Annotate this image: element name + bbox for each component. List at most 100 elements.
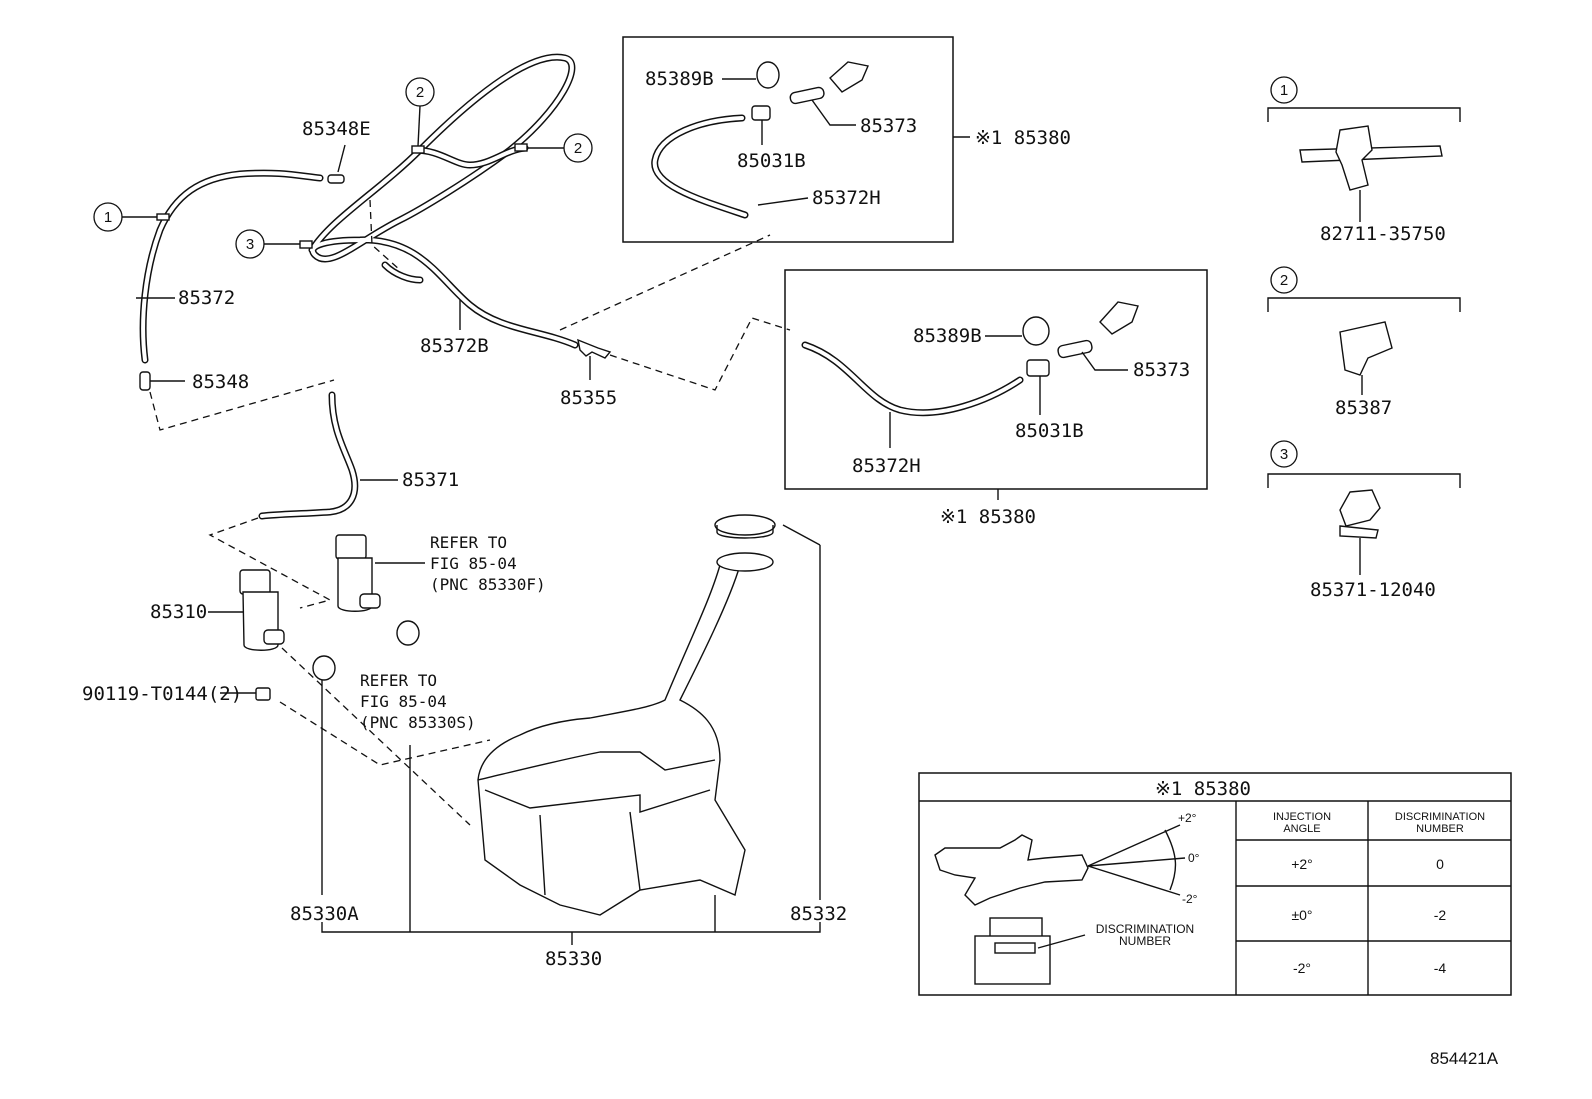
bolt-90119 [220, 687, 271, 701]
hose-85373-top [789, 86, 856, 126]
svg-text:3: 3 [1280, 446, 1288, 463]
valve-85031b-top [751, 105, 771, 145]
legend-item-2: 2 85387 [1267, 266, 1461, 419]
dash-85348 [149, 379, 335, 431]
dash-bolt [279, 701, 491, 766]
refer-s-line2: FIG 85-04 [360, 692, 447, 711]
dash-joint [369, 199, 401, 271]
svg-text:1: 1 [104, 209, 112, 226]
figure-id: 854421A [1430, 1049, 1499, 1068]
label-85332: 85332 [790, 903, 847, 925]
label-85389b-top: 85389B [645, 68, 714, 90]
row3-angle: -2° [1293, 960, 1311, 976]
label-85373-mid: 85373 [1133, 359, 1190, 381]
joint-85348e [327, 144, 346, 184]
label-85373-top: 85373 [860, 115, 917, 137]
nozzle-angle-illustration: +2° 0° -2° [934, 811, 1200, 906]
nozzle-mid [1099, 301, 1139, 335]
callout-2b: 2 [527, 133, 593, 163]
pump-85330f [335, 534, 425, 612]
clamp-2a [411, 145, 425, 154]
dash-box1 [559, 234, 771, 331]
refer-f-line3: (PNC 85330F) [430, 575, 546, 594]
label-85031b-top: 85031B [737, 150, 806, 172]
box-85380-top: 85389B 85373 85031B 85372H [622, 36, 970, 243]
label-85371: 85371 [402, 469, 459, 491]
refer-s-line3: (PNC 85330S) [360, 713, 476, 732]
clamp-2b [514, 143, 528, 152]
tank-85330 [409, 514, 821, 932]
legend-part-1: 82711-35750 [1320, 223, 1446, 245]
disc-label-line2: NUMBER [1119, 934, 1171, 948]
disc-label-line1: DISCRIMINATION [1096, 922, 1194, 936]
clamp-3 [299, 240, 313, 249]
label-85372h-mid: 85372H [852, 455, 921, 477]
cap-85389b-mid [985, 316, 1050, 346]
cap-85389b-top [722, 61, 780, 89]
header-angle-line2: ANGLE [1283, 823, 1320, 835]
hose-85373-mid [1057, 339, 1128, 371]
header-angle-line1: INJECTION [1273, 811, 1331, 823]
clamp-1 [156, 213, 170, 221]
legend-item-3: 3 85371-12040 [1267, 440, 1461, 601]
angle-zero-label: 0° [1188, 851, 1200, 865]
legend-part-3: 85371-12040 [1310, 579, 1436, 601]
label-85348: 85348 [192, 371, 249, 393]
legend-part-2: 85387 [1335, 397, 1392, 419]
label-90119: 90119-T0144(2) [82, 683, 242, 705]
box-85380-mid: 85389B 85373 85031B 85372H [784, 269, 1208, 500]
dash-pumps [208, 517, 332, 609]
refer-f-line1: REFER TO [430, 533, 507, 552]
label-85372: 85372 [178, 287, 235, 309]
label-85355: 85355 [560, 387, 617, 409]
label-85380-top: ※1 85380 [975, 127, 1071, 149]
connector-illustration: DISCRIMINATION NUMBER [974, 917, 1194, 985]
label-85389b-mid: 85389B [913, 325, 982, 347]
hose-85372 [139, 169, 324, 364]
angle-table: ※1 85380 INJECTION ANGLE DISCRIMINATION … [918, 772, 1512, 996]
leader-85372h-top [757, 197, 809, 206]
joint-85348 [139, 371, 185, 391]
grommet-85330s [396, 620, 420, 646]
angle-plus-label: +2° [1178, 811, 1197, 825]
label-85330: 85330 [545, 948, 602, 970]
callout-2a: 2 [405, 77, 435, 147]
label-85380-mid: ※1 85380 [940, 506, 1036, 528]
nozzle-top [829, 61, 869, 93]
legend-item-1: 1 82711-35750 [1267, 76, 1461, 245]
label-85031b-mid: 85031B [1015, 420, 1084, 442]
refer-s-line1: REFER TO [360, 671, 437, 690]
row3-disc: -4 [1434, 960, 1447, 976]
row2-angle: ±0° [1291, 907, 1312, 923]
svg-text:2: 2 [574, 140, 582, 157]
row1-disc: 0 [1436, 856, 1444, 872]
bracket-85330 [321, 922, 821, 933]
angle-minus-label: -2° [1182, 892, 1198, 906]
pump-85310 [208, 569, 285, 651]
label-85348e: 85348E [302, 118, 371, 140]
refer-f-line2: FIG 85-04 [430, 554, 517, 573]
callout-1: 1 [93, 202, 157, 232]
label-85330a: 85330A [290, 903, 359, 925]
row2-disc: -2 [1434, 907, 1447, 923]
dash-box2 [609, 317, 791, 391]
header-disc-line2: NUMBER [1416, 823, 1464, 835]
hose-85372b [308, 53, 579, 349]
hose-upper-loop [381, 144, 529, 284]
table-title: ※1 85380 [1155, 778, 1251, 800]
header-disc-line1: DISCRIMINATION [1395, 811, 1485, 823]
valve-85031b-mid [1026, 359, 1050, 415]
label-85310: 85310 [150, 601, 207, 623]
svg-text:2: 2 [416, 84, 424, 101]
hose-85371 [258, 391, 359, 520]
svg-text:1: 1 [1280, 82, 1288, 99]
callout-3: 3 [235, 229, 300, 259]
svg-text:3: 3 [246, 236, 254, 253]
joint-85355 [577, 338, 612, 380]
row1-angle: +2° [1291, 856, 1313, 872]
grommet-85330a [312, 655, 336, 895]
label-85372b: 85372B [420, 335, 489, 357]
svg-text:2: 2 [1280, 272, 1288, 289]
label-85372h-top: 85372H [812, 187, 881, 209]
